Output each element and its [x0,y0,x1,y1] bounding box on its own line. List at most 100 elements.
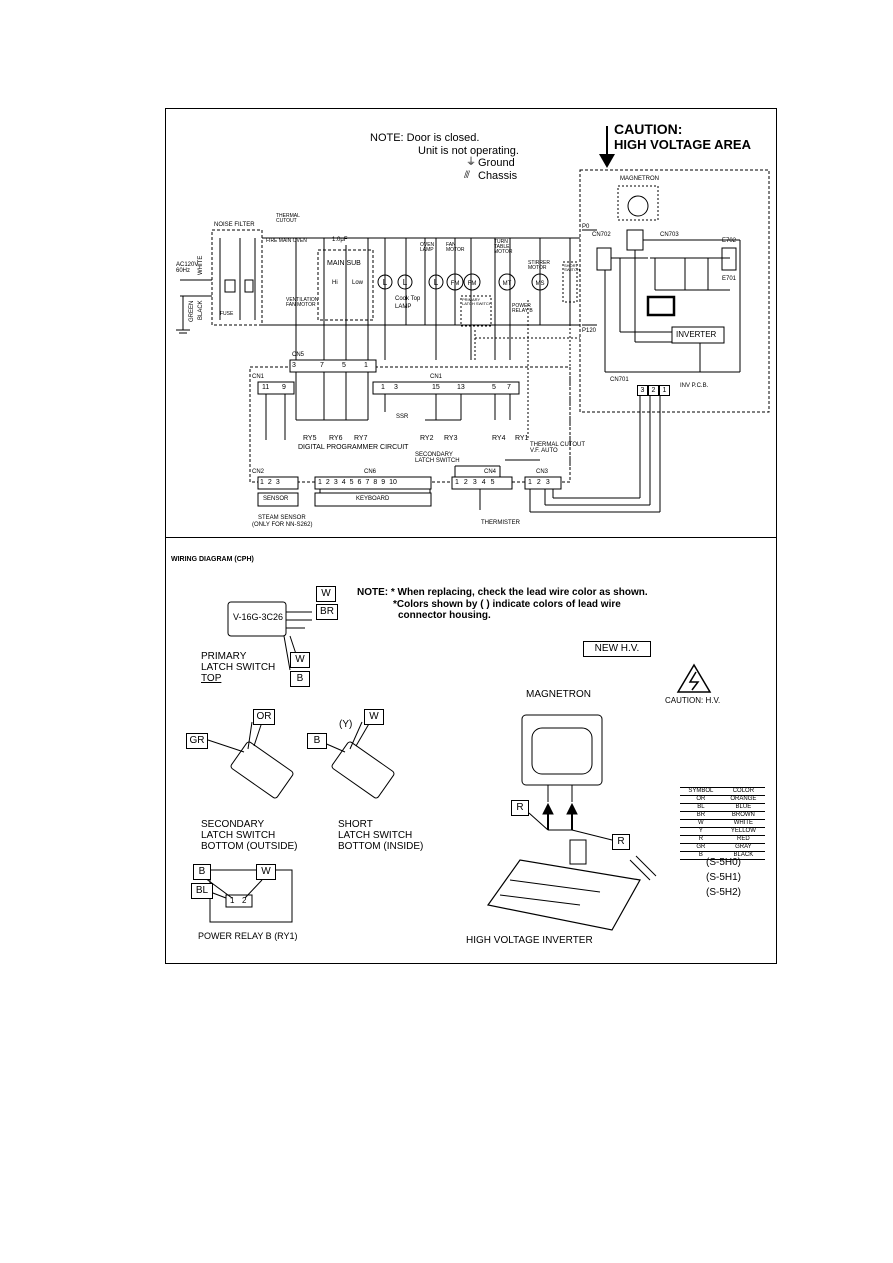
sensor-label: SENSOR [263,496,289,502]
cn1-left-label: CN1 [252,374,265,380]
wire-tag-w: W [256,864,276,880]
table-cell: GR [680,843,722,852]
svg-text:L: L [403,278,408,287]
low-label: Low [352,280,364,286]
stirrer-motor-label: STIRRER MOTOR [528,260,550,271]
cn702-label: CN702 [592,232,611,238]
cn2-label: CN2 [252,469,265,475]
wire-tag-w: W [364,709,384,725]
secondary-label-1: SECONDARY [201,819,265,830]
cn6-connector: 1 2 3 4 5 6 7 8 9 10 [318,479,397,486]
cn1-pin: 1 [381,384,385,391]
cn1-pin: 7 [507,384,511,391]
wire-tag-b: B [307,733,327,749]
wire-tag-or: OR [253,709,275,725]
cn6-pin: 1 [318,479,322,486]
hv-inverter-title: HIGH VOLTAGE INVERTER [466,935,593,946]
cn4-pin: 4 [481,479,486,486]
thermal-cutout-vf-label: THERMAL CUTOUT V.F. AUTO [530,442,585,454]
table-row: SYMBOL COLOR [680,787,765,796]
cn6-pin: 3 [333,479,338,486]
cn3-connector: 1 2 3 [528,479,550,486]
cn703-label: CN703 [660,232,679,238]
cn5-pin: 1 [364,362,368,369]
wire-tag-w: W [290,652,310,668]
chassis-icon: ⫻ [464,170,470,181]
secondary-latch-label: SECONDARY LATCH SWITCH [415,452,460,464]
table-header: COLOR [721,787,765,796]
p0-label: P0 [582,224,590,230]
wiring-diagram-title: WIRING DIAGRAM (CPH) [171,556,254,563]
cn4-pin: 2 [463,479,468,486]
secondary-label-2: LATCH SWITCH [201,830,276,841]
vent-motor-label: VENTILATION FAN MOTOR [286,297,319,308]
caution-line-1: CAUTION: [614,121,683,137]
cn4-pin: 1 [455,479,459,486]
table-cell: BR [680,811,722,820]
relay-label: RY7 [354,435,368,442]
cn6-label: CN6 [364,469,377,475]
bottom-note-line-2: *Colors shown by ( ) indicate colors of … [393,599,621,610]
relay-label: RY6 [329,435,343,442]
cn6-pin: 8 [373,479,378,486]
svg-text:MS: MS [536,281,545,287]
cn701-label: CN701 [610,377,629,383]
wire-tag-y: (Y) [339,719,353,730]
e702-label: E702 [722,238,737,244]
fuse-label: FUSE [220,311,234,317]
model-label: (S-5H0) [706,857,742,868]
table-cell: B [680,851,722,860]
relay-label: RY3 [444,435,458,442]
steam-sensor-label: STEAM SENSOR [258,515,306,521]
cn5-pin: 7 [320,362,324,369]
wire-tag-b: B [290,671,310,687]
bottom-note-line-1: NOTE: * When replacing, check the lead w… [357,587,648,598]
table-cell: YELLOW [721,827,765,836]
wire-tag-bl: BL [191,883,213,899]
note-line-2: Unit is not operating. [418,145,519,157]
cn3-pin: 3 [545,479,550,486]
cn1-pin: 3 [394,384,398,391]
cn2-pin: 3 [275,479,280,486]
bottom-note-line-3: connector housing. [398,610,491,621]
table-cell: OR [680,795,722,804]
cn1-label: CN1 [430,374,443,380]
fan-motor-label: FAN MOTOR [446,242,465,253]
cooktop-lamp-label-1: Cook Top [395,296,421,302]
primary-label-2: LATCH SWITCH [201,662,276,673]
wire-tag-br: BR [316,604,338,620]
cn4-label: CN4 [484,469,497,475]
capacitor-label: 1.0μF [332,237,348,243]
relay-label: RY2 [420,435,434,442]
thermal-cutout-label: THERMAL CUTOUT [276,213,300,224]
chassis-label: Chassis [478,170,518,182]
cn4-connector: 1 2 3 4 5 [455,479,495,486]
model-label: (S-5H1) [706,872,742,883]
cn701-pin: 2 [648,385,659,396]
page-frame [165,108,777,964]
short-label-1: SHORT [338,819,373,830]
white-wire-label: WHITE [198,255,204,275]
wire-tag-r: R [511,800,529,816]
cn1-pin: 15 [432,384,440,391]
keyboard-label: KEYBOARD [356,496,390,502]
short-switch-label: SHORT SWITCH [564,263,580,272]
cn2-connector: 1 2 3 [260,479,280,486]
fire-main-oven-label: FIRE MAIN OVEN [266,238,307,244]
svg-text:MT: MT [503,281,512,287]
cn6-pin: 2 [325,479,330,486]
cn1-pin: 5 [492,384,496,391]
cn701-pin: 1 [659,385,670,396]
cn6-pin: 7 [365,479,370,486]
cn701-connector: 3 2 1 [637,385,670,396]
table-cell: Y [680,827,722,836]
primary-part-number: V-16G-3C26 [233,612,284,622]
cn6-pin: 5 [349,479,354,486]
black-wire-label: BLACK [198,300,204,320]
